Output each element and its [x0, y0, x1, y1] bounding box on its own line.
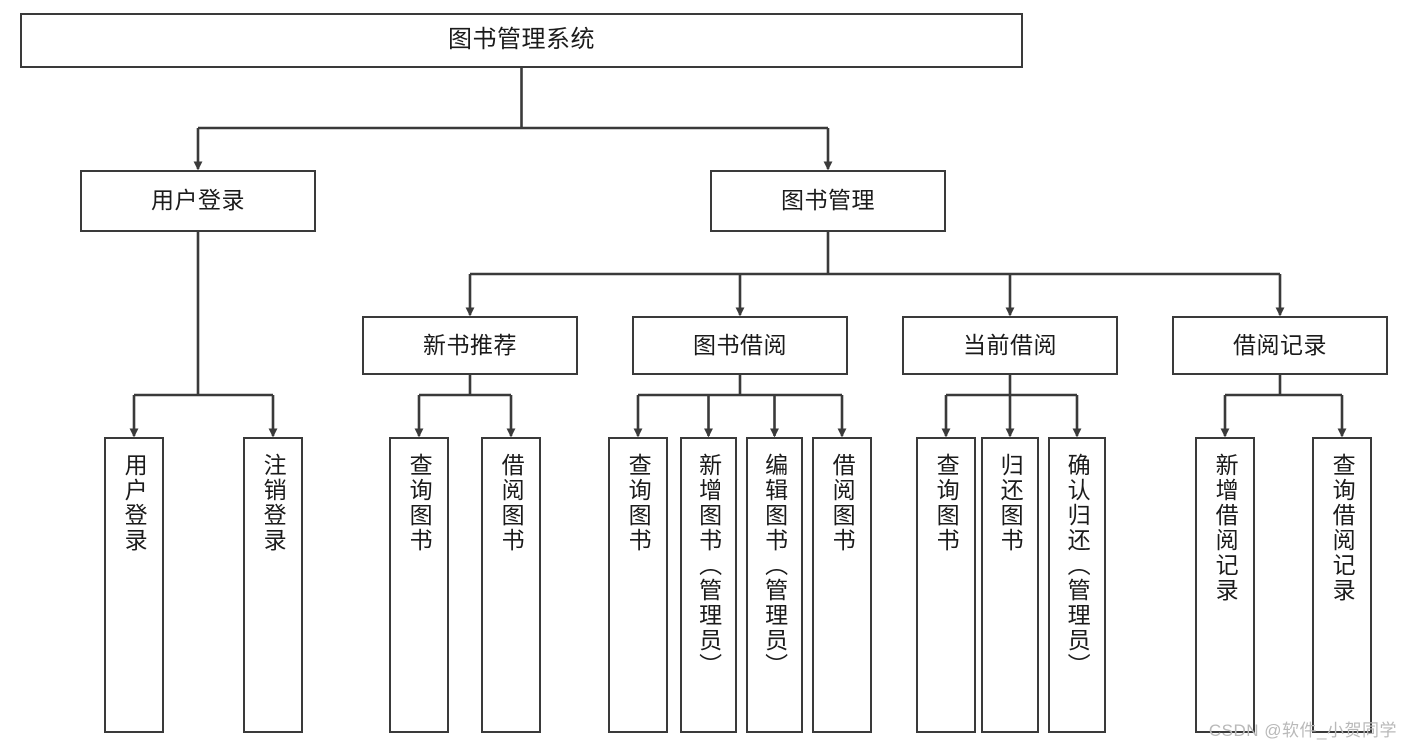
- leaf-return-book[interactable]: 归还图书: [981, 437, 1039, 733]
- leaf-edit-book-admin[interactable]: 编辑图书（管理员）: [746, 437, 803, 733]
- node-book-borrow[interactable]: 图书借阅: [632, 316, 848, 375]
- node-label: 查询图书: [625, 453, 652, 553]
- node-label: 借阅图书: [829, 453, 856, 553]
- node-label: 图书管理系统: [448, 26, 595, 54]
- node-label: 编辑图书（管理员）: [761, 453, 788, 678]
- leaf-borrow-book-rec[interactable]: 借阅图书: [481, 437, 541, 733]
- node-user-login[interactable]: 用户登录: [80, 170, 316, 232]
- node-label: 新书推荐: [423, 331, 517, 358]
- node-label: 新增借阅记录: [1212, 453, 1239, 603]
- node-label: 借阅图书: [498, 453, 525, 553]
- leaf-add-book-admin[interactable]: 新增图书（管理员）: [680, 437, 737, 733]
- leaf-user-login[interactable]: 用户登录: [104, 437, 164, 733]
- node-label: 确认归还（管理员）: [1064, 453, 1091, 678]
- node-label: 新增图书（管理员）: [695, 453, 722, 678]
- node-label: 当前借阅: [963, 331, 1057, 358]
- node-new-book-recommendation[interactable]: 新书推荐: [362, 316, 578, 375]
- node-label: 查询图书: [933, 453, 960, 553]
- node-label: 图书管理: [781, 187, 875, 214]
- edge-group: [129, 68, 1347, 438]
- node-label: 查询借阅记录: [1329, 453, 1356, 603]
- node-label: 查询图书: [406, 453, 433, 553]
- node-label: 用户登录: [121, 453, 148, 553]
- node-borrow-record[interactable]: 借阅记录: [1172, 316, 1388, 375]
- node-current-borrow[interactable]: 当前借阅: [902, 316, 1118, 375]
- node-label: 归还图书: [997, 453, 1024, 553]
- node-root[interactable]: 图书管理系统: [20, 13, 1023, 68]
- leaf-query-book-rec[interactable]: 查询图书: [389, 437, 449, 733]
- leaf-query-book[interactable]: 查询图书: [608, 437, 668, 733]
- node-label: 借阅记录: [1233, 331, 1327, 358]
- leaf-logout[interactable]: 注销登录: [243, 437, 303, 733]
- leaf-add-borrow-record[interactable]: 新增借阅记录: [1195, 437, 1255, 733]
- leaf-confirm-return-admin[interactable]: 确认归还（管理员）: [1048, 437, 1106, 733]
- node-label: 图书借阅: [693, 331, 787, 358]
- node-label: 用户登录: [151, 187, 245, 214]
- leaf-query-borrow-record[interactable]: 查询借阅记录: [1312, 437, 1372, 733]
- node-label: 注销登录: [260, 453, 287, 553]
- leaf-borrow-book[interactable]: 借阅图书: [812, 437, 872, 733]
- leaf-query-book-current[interactable]: 查询图书: [916, 437, 976, 733]
- node-book-management[interactable]: 图书管理: [710, 170, 946, 232]
